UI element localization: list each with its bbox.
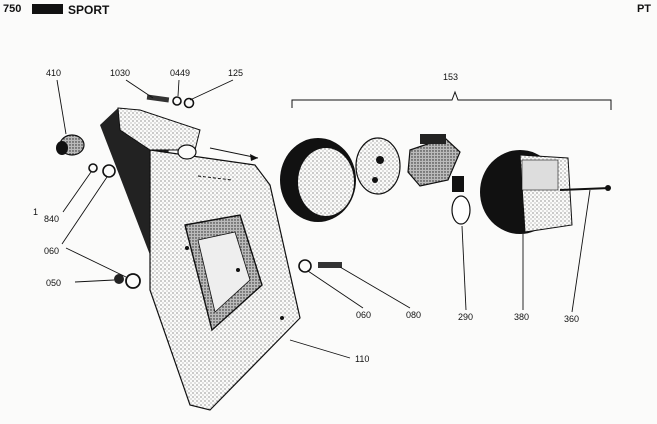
- redaction-bar: [32, 4, 63, 14]
- callout-380: 380: [514, 312, 529, 322]
- screw-and-washers: [146, 94, 195, 109]
- lamp-rim: [280, 138, 356, 222]
- lamp-lens: [480, 150, 611, 234]
- callout-125: 125: [228, 68, 243, 78]
- callout-290: 290: [458, 312, 473, 322]
- socket-assembly: [407, 134, 461, 187]
- reflector-plate: [355, 137, 401, 195]
- callout-0449: 0449: [170, 68, 190, 78]
- callout-840: 840: [44, 214, 59, 224]
- callout-080: 080: [406, 310, 421, 320]
- callout-060-right: 060: [356, 310, 371, 320]
- callout-410: 410: [46, 68, 61, 78]
- bulb: [451, 176, 471, 225]
- model-number: 750: [3, 3, 22, 15]
- callout-1030: 1030: [110, 68, 130, 78]
- page-title: SPORT: [68, 3, 110, 17]
- leader-lines: [56, 79, 591, 359]
- callout-360: 360: [564, 314, 579, 324]
- callout-153: 153: [443, 72, 458, 82]
- license-plate-bracket: [100, 107, 301, 411]
- washer-nut-set: [88, 163, 342, 289]
- page-code: PT: [636, 3, 651, 15]
- callout-1: 1: [33, 207, 38, 217]
- callout-050: 050: [46, 278, 61, 288]
- callout-060-left: 060: [44, 246, 59, 256]
- callout-110: 110: [355, 354, 369, 364]
- grommet-part: [56, 134, 85, 156]
